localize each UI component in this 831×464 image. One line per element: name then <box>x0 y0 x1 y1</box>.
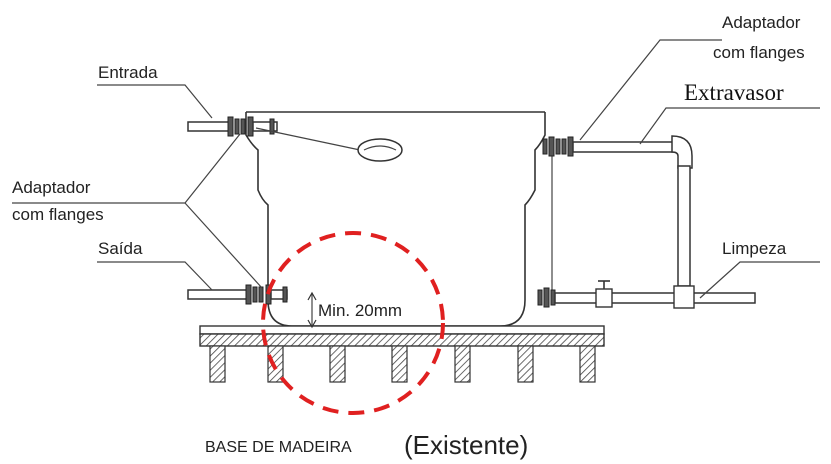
label-adaptador-left-line1: Adaptador <box>12 178 91 197</box>
min-gap-dimension: Min. 20mm <box>307 291 402 329</box>
wooden-base <box>199 325 605 383</box>
base-post <box>579 345 596 383</box>
base-post <box>391 345 408 383</box>
inlet-pipe <box>187 116 403 162</box>
base-post <box>454 345 471 383</box>
base-post <box>517 345 534 383</box>
highlight-circle <box>261 231 445 415</box>
labels: Entrada Adaptador com flanges Saída Adap… <box>12 13 805 460</box>
base-post <box>209 345 226 383</box>
label-adaptador-left-line2: com flanges <box>12 205 104 224</box>
label-saida: Saída <box>98 239 143 258</box>
outlet-pipe <box>187 284 288 305</box>
base-post <box>267 345 284 383</box>
min-gap-label: Min. 20mm <box>318 301 402 320</box>
cleaning-pipe <box>537 280 756 309</box>
float-ball <box>357 138 403 162</box>
label-limpeza: Limpeza <box>722 239 787 258</box>
overflow-pipe <box>542 135 693 287</box>
valve <box>595 288 613 308</box>
tee-fitting <box>673 285 695 309</box>
label-base-de-madeira: BASE DE MADEIRA <box>205 439 352 456</box>
label-entrada: Entrada <box>98 63 158 82</box>
label-extravasor: Extravasor <box>684 80 784 105</box>
label-existente: (Existente) <box>404 430 528 460</box>
base-post <box>329 345 346 383</box>
label-adaptador-right-line2: com flanges <box>713 43 805 62</box>
label-adaptador-right-line1: Adaptador <box>722 13 801 32</box>
leader-lines <box>12 39 820 299</box>
